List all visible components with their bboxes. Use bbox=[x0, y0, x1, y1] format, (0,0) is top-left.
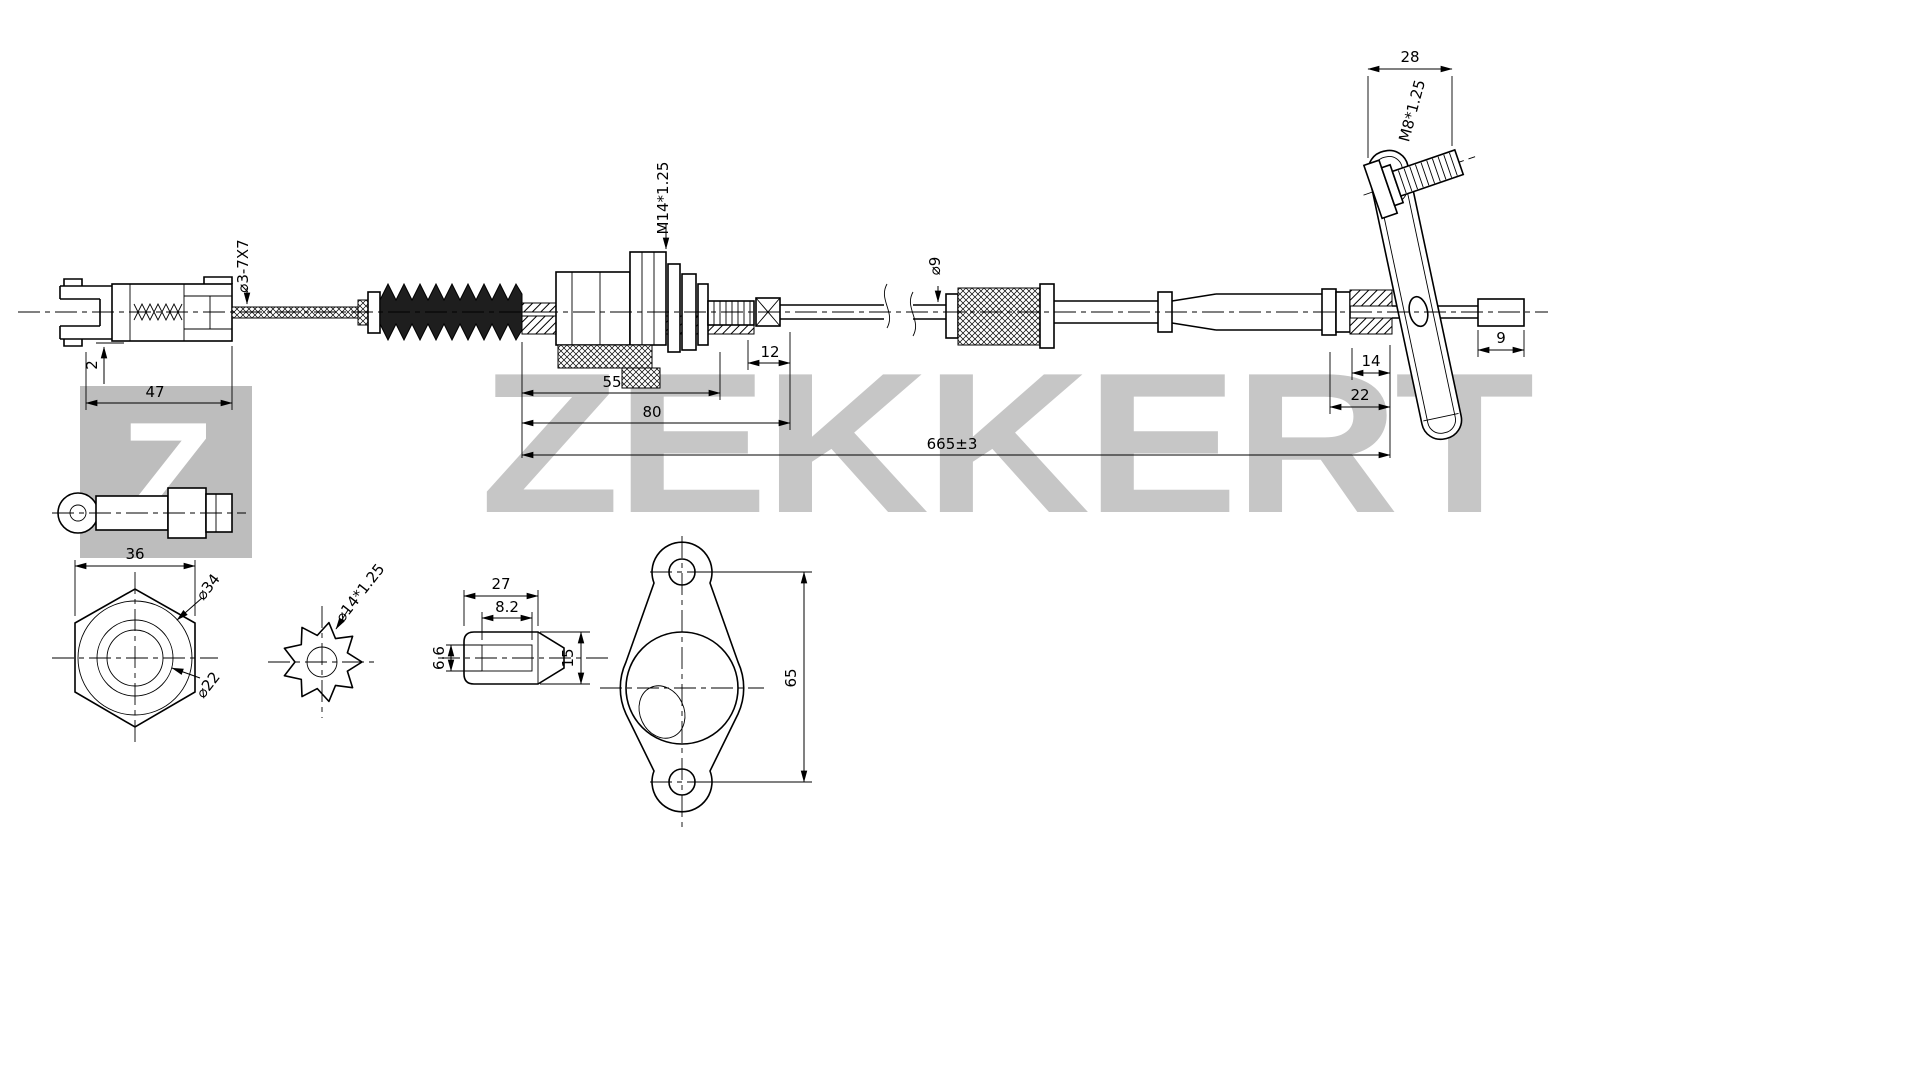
dimension-lines bbox=[74, 65, 1525, 783]
dim-12-label: 12 bbox=[760, 343, 779, 361]
dim-55-label: 55 bbox=[602, 373, 621, 391]
flange-view bbox=[600, 536, 764, 830]
fitting-side-view bbox=[52, 487, 246, 539]
cable-spec-label: ⌀3-7X7 bbox=[234, 239, 252, 292]
dia-34-label: ⌀34 bbox=[192, 570, 223, 603]
adjuster-assembly bbox=[521, 251, 781, 389]
dim-9-label: 9 bbox=[1496, 329, 1506, 347]
watermark: Z ZEKKERT bbox=[80, 332, 1537, 561]
washer-thread-label: ⌀14*1.25 bbox=[332, 560, 389, 625]
dim-8-2-label: 8.2 bbox=[495, 598, 519, 616]
dim-14-label: 14 bbox=[1361, 352, 1380, 370]
dim-80-label: 80 bbox=[642, 403, 661, 421]
right-cable-end bbox=[1477, 298, 1525, 327]
serrated-washer-view bbox=[268, 606, 378, 718]
middle-tube bbox=[780, 283, 946, 337]
threaded-stud bbox=[1362, 148, 1476, 220]
hex-nut-view bbox=[52, 572, 218, 744]
dim-665-label: 665±3 bbox=[927, 435, 978, 453]
dim-27-label: 27 bbox=[491, 575, 510, 593]
dim-2-label: 2 bbox=[83, 360, 101, 370]
dim-22-label: 22 bbox=[1350, 386, 1369, 404]
dim-65-label: 65 bbox=[782, 668, 800, 687]
inner-cable bbox=[231, 299, 377, 326]
dim-6-6-label: 6.6 bbox=[430, 646, 448, 670]
dim-47-label: 47 bbox=[145, 383, 164, 401]
dia-22-label: ⌀22 bbox=[192, 668, 223, 701]
clevis-end bbox=[59, 276, 233, 347]
thread-m14-label: M14*1.25 bbox=[654, 162, 672, 235]
cable-end-view bbox=[438, 631, 612, 685]
dim-28-label: 28 bbox=[1400, 48, 1419, 66]
thread-m8-label: M8*1.25 bbox=[1395, 78, 1429, 144]
dim-15-label: 15 bbox=[559, 648, 577, 667]
dim-36-label: 36 bbox=[125, 545, 144, 563]
dia-9-label: ⌀9 bbox=[926, 257, 944, 276]
